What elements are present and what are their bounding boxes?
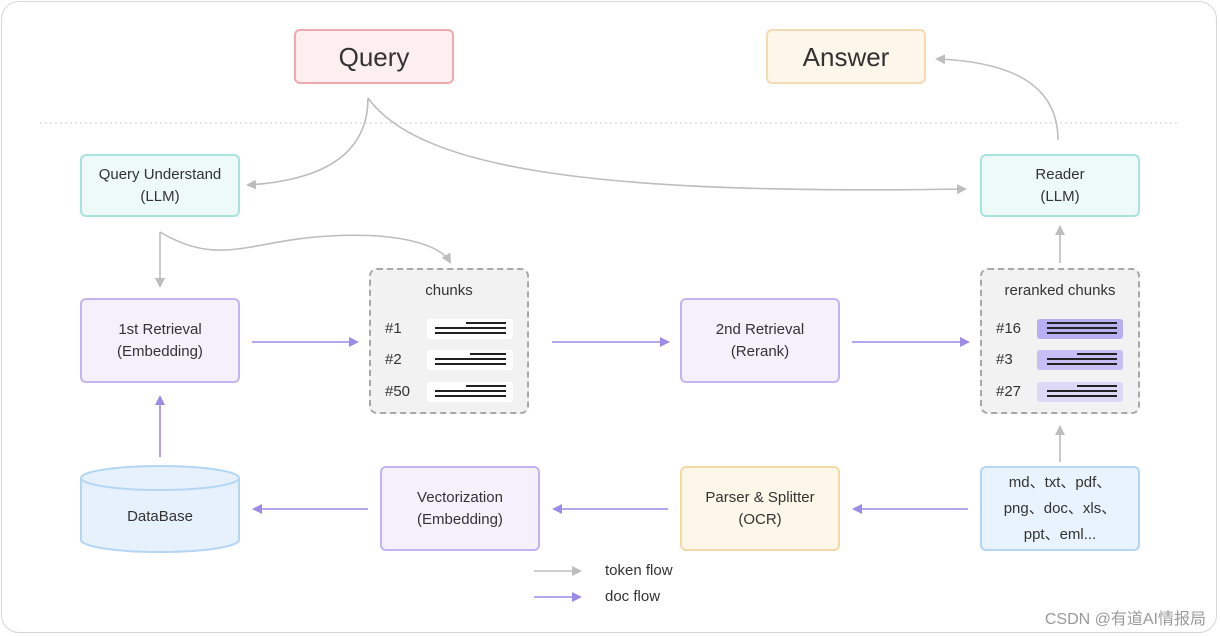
chunk-row: #50 (371, 382, 527, 404)
chunk-card (427, 319, 513, 339)
reranked-row: #27 (982, 382, 1138, 404)
reranked-card (1037, 382, 1123, 402)
file-formats-node: md、txt、pdf、png、doc、xls、ppt、eml... (980, 466, 1140, 551)
chunk-label: #1 (385, 320, 402, 337)
reranked-row: #16 (982, 319, 1138, 341)
second-retrieval-node: 2nd Retrieval(Rerank) (680, 298, 840, 383)
chunk-label: #50 (385, 383, 411, 400)
parser-splitter-node: Parser & Splitter(OCR) (680, 466, 840, 551)
query-to-understand-arrow (246, 97, 369, 190)
chunk-row: #1 (371, 319, 527, 341)
query-understand-node: Query Understand(LLM) (80, 154, 240, 217)
answer-node: Answer (766, 29, 926, 84)
chunks-title: chunks (425, 282, 473, 299)
reranked-chunks-box: reranked chunks #16 #3 #27 (980, 268, 1140, 414)
chunk-card (427, 350, 513, 370)
reranked-label: #27 (996, 383, 1022, 400)
watermark: CSDN @有道AI情报局 (1044, 611, 1206, 628)
understand-to-chunks-arrow (159, 231, 452, 264)
first-retrieval-node: 1st Retrieval(Embedding) (80, 298, 240, 383)
chunk-label: #2 (385, 351, 402, 368)
reranked-card (1037, 319, 1123, 339)
database-icon (80, 465, 240, 553)
vectorization-node: Vectorization(Embedding) (380, 466, 540, 551)
query-to-reader-arrow (367, 97, 967, 195)
database-label: DataBase (127, 508, 193, 525)
reranked-card (1037, 350, 1123, 370)
reader-node: Reader(LLM) (980, 154, 1140, 217)
reranked-label: #3 (996, 351, 1013, 368)
chunk-row: #2 (371, 350, 527, 372)
legend-token-flow: token flow (605, 562, 673, 579)
reranked-title: reranked chunks (1004, 282, 1116, 299)
chunk-card (427, 382, 513, 402)
chunks-box: chunks #1 #2 #50 (369, 268, 529, 414)
reranked-label: #16 (996, 320, 1022, 337)
legend-doc-flow: doc flow (605, 588, 661, 605)
reranked-row: #3 (982, 350, 1138, 372)
query-node: Query (294, 29, 454, 84)
reader-to-answer-arrow (935, 54, 1059, 141)
